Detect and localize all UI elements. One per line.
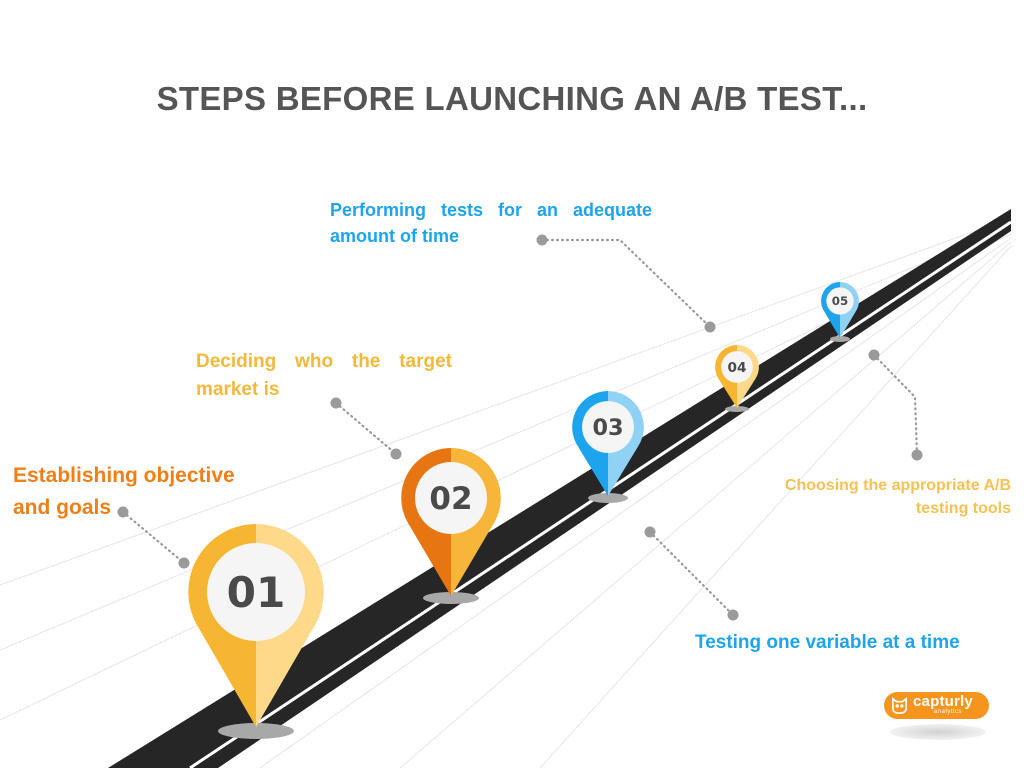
step-2-label-line-2: market is — [196, 378, 280, 400]
connector-4 — [648, 530, 735, 617]
step-2-pin-disc — [415, 462, 487, 534]
connector-1-end-dot — [178, 557, 190, 569]
capturly-owl-icon — [891, 697, 908, 714]
step-5-label-line-1: Choosing the appropriate A/B — [784, 477, 1011, 494]
connector-2 — [334, 401, 398, 456]
step-2-number: 02 — [429, 481, 472, 517]
logo-shadow — [890, 724, 986, 740]
logo-subtitle: analytics — [934, 709, 962, 715]
step-3-number: 03 — [592, 415, 623, 441]
perspective-line-6 — [539, 245, 1012, 768]
step-1-label-line-1: Establishing objective — [13, 464, 235, 487]
connector-4-end-dot — [727, 609, 739, 621]
step-2-label: Deciding who the target market is — [196, 348, 452, 403]
capturly-logo[interactable]: capturly analytics — [884, 692, 989, 719]
step-5-pin: 05 — [821, 282, 859, 342]
step-1-label: Establishing objective and goals — [13, 460, 253, 523]
step-1-pin: 01 — [188, 524, 324, 739]
connector-1-start-dot — [117, 506, 129, 518]
step-3-label-line-1: Performing tests for an adequate — [330, 200, 652, 220]
perspective-lines — [0, 217, 1012, 768]
connector-2-end-dot — [390, 448, 402, 460]
step-5-label-line-2: testing tools — [915, 500, 1011, 518]
connectors — [117, 234, 923, 621]
step-1-label-line-2: and goals — [13, 495, 112, 519]
step-4-label-line-1: Testing one variable at a time — [695, 632, 960, 653]
perspective-line-4 — [259, 237, 1012, 768]
step-2-label-line-1: Deciding who the target — [196, 351, 452, 372]
step-4-number: 04 — [728, 360, 747, 376]
logo-name: capturly — [913, 693, 973, 710]
step-1-pin-shadow — [218, 723, 294, 739]
connector-3-end-dot — [704, 321, 716, 333]
road — [108, 209, 1011, 768]
perspective-line-2 — [0, 225, 1012, 651]
page-title: STEPS BEFORE LAUNCHING AN A/B TEST... — [156, 80, 868, 117]
step-3-pin-shadow — [588, 493, 628, 503]
connector-1 — [121, 510, 186, 565]
connector-3 — [540, 238, 712, 329]
connector-5-start-dot — [868, 349, 880, 361]
step-4-pin-shadow — [725, 406, 749, 412]
connector-3-start-dot — [536, 234, 548, 246]
step-2-pin-shadow — [423, 592, 479, 604]
connector-2-start-dot — [330, 397, 342, 409]
step-1-number: 01 — [227, 568, 286, 617]
step-4-pin-disc — [721, 351, 753, 383]
connector-4-start-dot — [644, 526, 656, 538]
step-3-pin: 03 — [572, 391, 644, 503]
step-2-pin: 02 — [401, 448, 501, 604]
step-5-number: 05 — [832, 294, 848, 308]
step-5-label: Choosing the appropriate A/B testing too… — [760, 474, 1011, 520]
step-3-label: Performing tests for an adequate amount … — [330, 197, 652, 249]
step-5-pin-shadow — [830, 336, 850, 342]
step-1-pin-disc — [207, 543, 305, 641]
connector-5-end-dot — [911, 449, 923, 461]
perspective-line-5 — [399, 241, 1012, 768]
step-3-pin-disc — [582, 401, 634, 453]
step-4-pin: 04 — [715, 345, 759, 412]
step-5-pin-disc — [826, 287, 854, 315]
step-3-label-line-2: amount of time — [330, 226, 459, 247]
pins: 01 02 03 04 05 — [188, 282, 859, 739]
perspective-line-1 — [0, 217, 1012, 586]
connector-5 — [872, 353, 919, 457]
step-4-label: Testing one variable at a time — [695, 629, 995, 657]
